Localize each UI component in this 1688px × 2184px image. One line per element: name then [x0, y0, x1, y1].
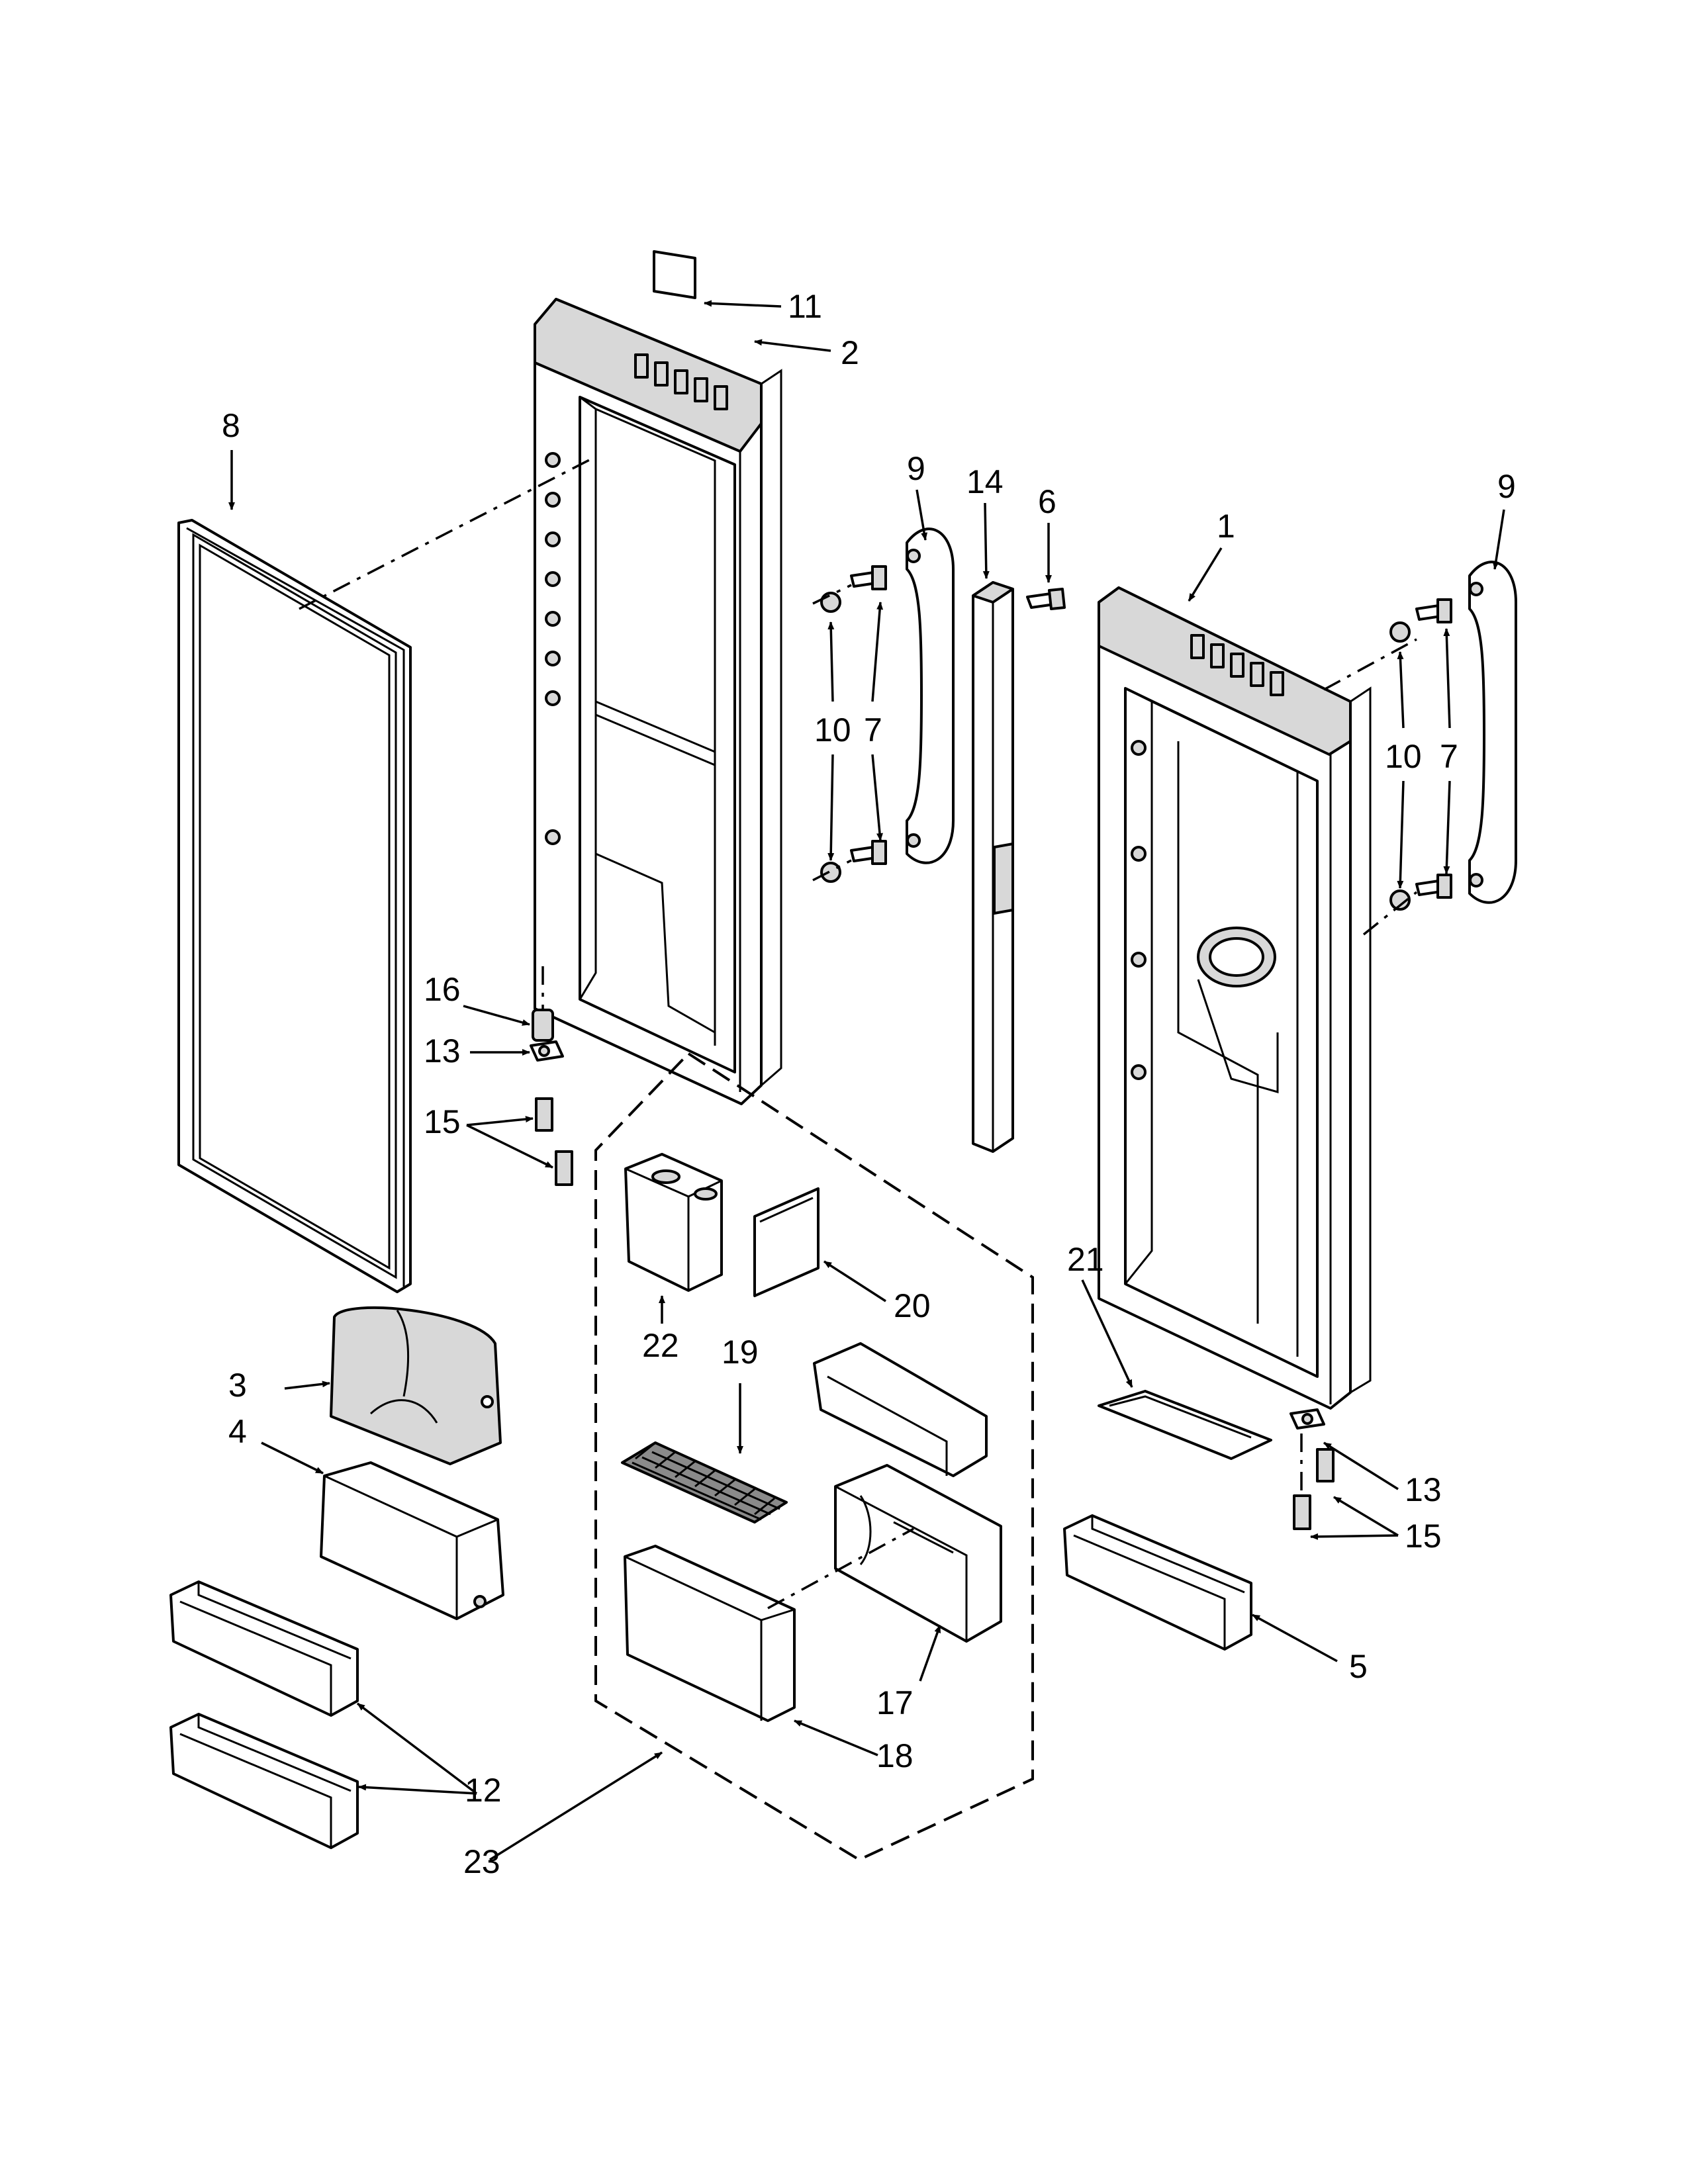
- right-door-liner-part: [1098, 586, 1372, 1410]
- callout-12: 12: [465, 1772, 502, 1809]
- handle-screws-right: [1389, 598, 1452, 911]
- callout-9-left: 9: [907, 450, 925, 487]
- door-gasket-part: [177, 519, 412, 1293]
- callout-16: 16: [424, 971, 461, 1008]
- callout-7-left: 7: [864, 711, 882, 749]
- callout-13-left: 13: [424, 1032, 461, 1069]
- door-bin-right-part: [1063, 1514, 1252, 1651]
- callout-18: 18: [876, 1737, 914, 1774]
- container-part-18: [624, 1545, 796, 1722]
- callout-13-right: 13: [1405, 1471, 1442, 1508]
- right-door-shelf-tabs: [1190, 634, 1284, 696]
- cover-part-21: [1098, 1390, 1272, 1460]
- callout-23: 23: [463, 1843, 500, 1880]
- callout-11: 11: [788, 288, 822, 325]
- callout-21: 21: [1067, 1241, 1104, 1278]
- callout-4: 4: [228, 1413, 247, 1450]
- callout-6: 6: [1038, 483, 1056, 520]
- callout-22: 22: [642, 1327, 679, 1364]
- callout-17: 17: [876, 1684, 914, 1721]
- door-handle-right-part: [1468, 561, 1517, 904]
- callout-2: 2: [841, 334, 859, 371]
- right-door-side-bumps: [1131, 740, 1147, 1080]
- screw-part-6: [1026, 588, 1066, 610]
- callout-8: 8: [222, 407, 240, 444]
- left-door-shelf-tabs: [634, 353, 728, 410]
- door-hinge-flipper-part: [972, 581, 1014, 1153]
- callout-3: 3: [228, 1367, 247, 1404]
- callout-10-right: 10: [1385, 738, 1422, 775]
- left-door-liner-part: [534, 298, 782, 1105]
- dairy-bin-part: [320, 1461, 504, 1620]
- left-door-side-bumps: [545, 452, 561, 845]
- grille-part-19: [621, 1441, 788, 1524]
- callout-15-left: 15: [424, 1103, 461, 1140]
- callout-1: 1: [1217, 508, 1235, 545]
- ice-bucket-part: [624, 1153, 723, 1292]
- dairy-compartment-door-part: [330, 1306, 502, 1465]
- callout-20: 20: [894, 1287, 931, 1324]
- right-hinge-hardware: [1289, 1408, 1335, 1530]
- door-bin-left-lower-part: [169, 1713, 359, 1849]
- callout-10-left: 10: [814, 711, 851, 749]
- handle-screws-left: [820, 565, 887, 883]
- door-handle-left-part: [906, 527, 955, 864]
- kit-outline: [594, 1052, 1034, 1862]
- callout-numbers: 11 2 8 9 14 6 1 9 10 7 10 7 16 13 15 21 …: [222, 288, 1516, 1880]
- callout-5: 5: [1349, 1648, 1368, 1685]
- left-hinge-hardware: [530, 1009, 573, 1186]
- callout-19: 19: [722, 1334, 759, 1371]
- callout-15-right: 15: [1405, 1518, 1442, 1555]
- callout-7-right: 7: [1440, 738, 1458, 775]
- panel-part-20: [753, 1187, 820, 1297]
- assembly-lines: [299, 455, 1418, 1610]
- dispenser-housing-part: [813, 1342, 1002, 1643]
- door-bin-left-upper-part: [169, 1580, 359, 1717]
- leader-lines: [228, 300, 1505, 1861]
- label-part: [653, 250, 696, 299]
- callout-14: 14: [966, 463, 1004, 500]
- callout-9-right: 9: [1497, 468, 1516, 505]
